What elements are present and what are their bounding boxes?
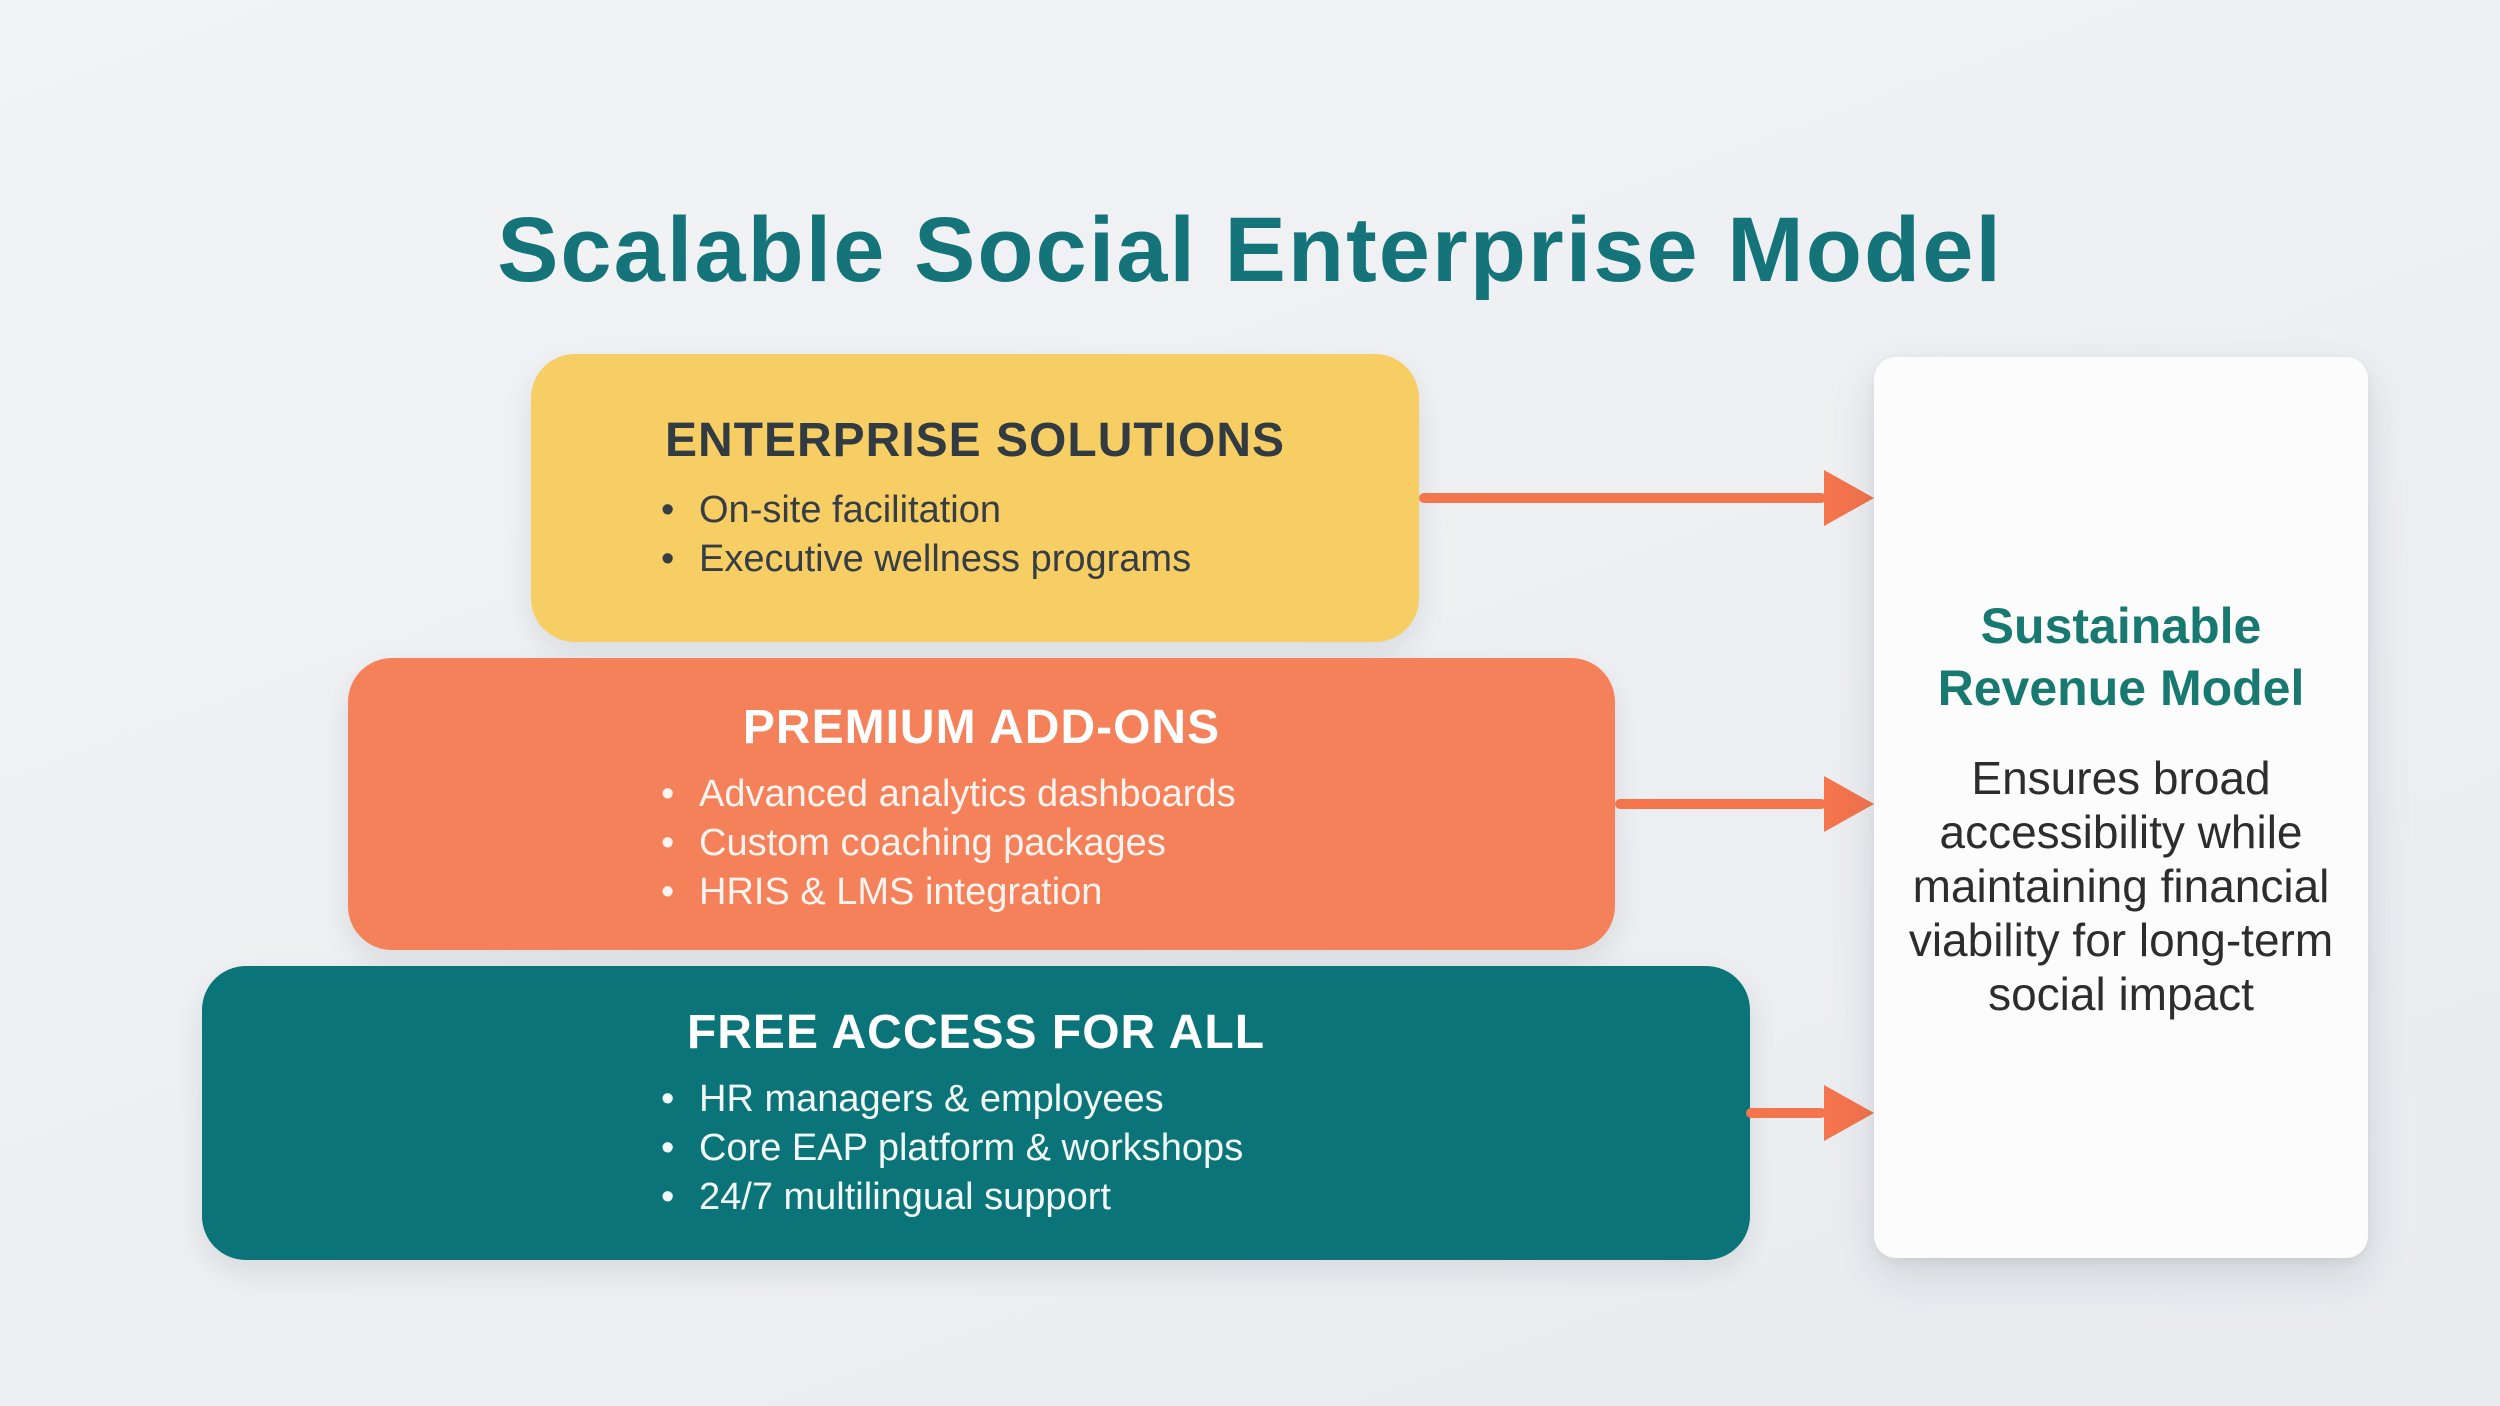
arrow-premium-to-card [1615,799,1826,809]
bullet-item: HRIS & LMS integration [661,868,1236,917]
tier-enterprise-bullet-list: On-site facilitation Executive wellness … [661,486,1191,584]
arrowhead-icon [1824,776,1874,832]
bullet-item: On-site facilitation [661,486,1191,535]
tier-free-bullet-list: HR managers & employees Core EAP platfor… [661,1075,1243,1222]
bullet-item: Executive wellness programs [661,535,1191,584]
arrow-free-to-card [1746,1108,1826,1118]
bullet-item: Core EAP platform & workshops [661,1124,1243,1173]
tier-enterprise-header: ENTERPRISE SOLUTIONS [664,414,1286,467]
tier-premium-add-ons: PREMIUM ADD-ONS Advanced analytics dashb… [348,658,1615,950]
tier-free-header: FREE ACCESS FOR ALL [686,1006,1266,1059]
arrow-enterprise-to-card [1419,493,1826,503]
bullet-item: HR managers & employees [661,1075,1243,1124]
tier-premium-header: PREMIUM ADD-ONS [742,701,1221,754]
arrowhead-icon [1824,470,1874,526]
tier-premium-bullet-list: Advanced analytics dashboards Custom coa… [661,770,1236,917]
page-title: Scalable Social Enterprise Model [497,198,2003,301]
tier-enterprise-solutions: ENTERPRISE SOLUTIONS On-site facilitatio… [531,354,1419,642]
arrowhead-icon [1824,1085,1874,1141]
revenue-card-title: Sustainable Revenue Model [1937,597,2305,716]
bullet-item: Advanced analytics dashboards [661,770,1236,819]
tier-free-access: FREE ACCESS FOR ALL HR managers & employ… [202,966,1750,1260]
bullet-item: 24/7 multilingual support [661,1173,1243,1222]
revenue-card-body: Ensures broad accessibility while mainta… [1908,751,2334,1020]
bullet-item: Custom coaching packages [661,819,1236,868]
sustainable-revenue-card: Sustainable Revenue Model Ensures broad … [1874,357,2368,1258]
